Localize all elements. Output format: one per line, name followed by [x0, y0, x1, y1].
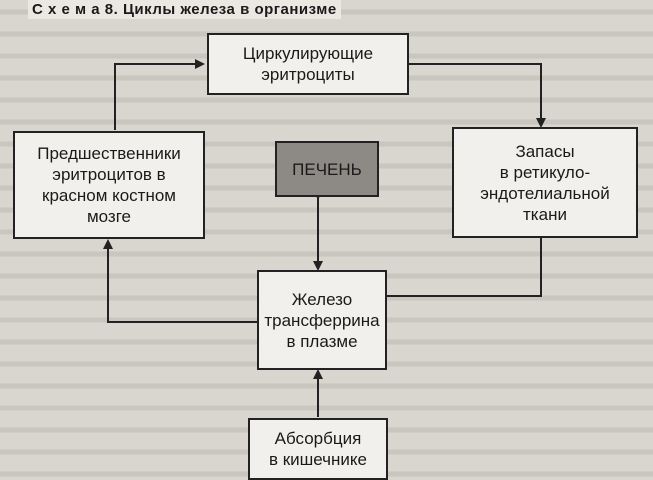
node-plasma-transferrin-iron: Железо трансферрина в плазме [257, 270, 387, 370]
node-transferrin-label: Железо трансферрина в плазме [264, 289, 380, 351]
node-liver: ПЕЧЕНЬ [275, 141, 379, 197]
node-erythrocyte-precursors: Предшественники эритроцитов в красном ко… [13, 131, 205, 239]
node-liver-label: ПЕЧЕНЬ [292, 159, 362, 179]
node-reticuloendothelial-reserves: Запасы в ретикуло- эндотелиальной ткани [452, 127, 638, 238]
node-circulating-erythrocytes: Циркулирующие эритроциты [207, 33, 409, 95]
arrow-precursors-to-circulating [114, 59, 205, 130]
diagram-title: С х е м а 8. Циклы железа в организме [28, 0, 341, 19]
arrow-reserves-to-transferrin [361, 238, 542, 301]
arrow-circulating-to-reserves [409, 63, 546, 128]
arrow-transferrin-to-precursors [103, 239, 257, 323]
node-reserves-label: Запасы в ретикуло- эндотелиальной ткани [480, 141, 610, 224]
node-circulating-label: Циркулирующие эритроциты [242, 44, 374, 84]
node-absorption-label: Абсорбция в кишечнике [268, 429, 368, 469]
node-precursors-label: Предшественники эритроцитов в красном ко… [37, 144, 181, 226]
node-intestinal-absorption: Абсорбция в кишечнике [248, 418, 388, 480]
